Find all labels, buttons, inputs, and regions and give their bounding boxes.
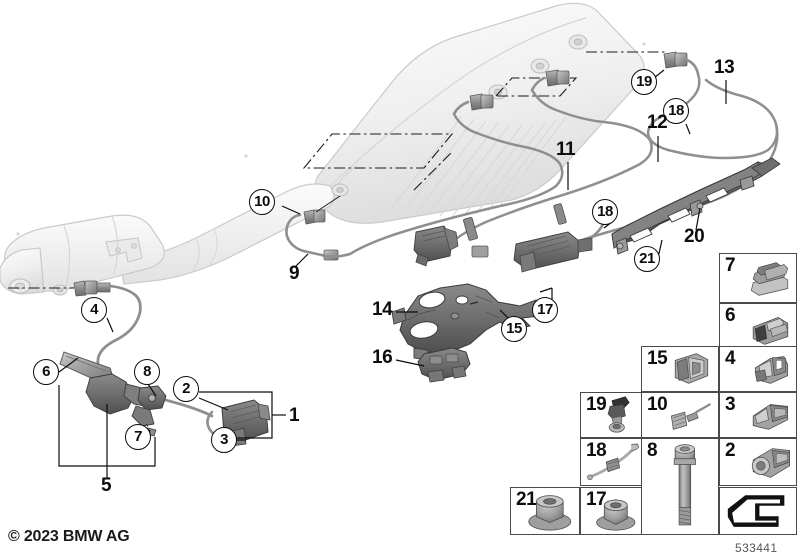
oxygen-sensor-rear-a (452, 93, 494, 116)
sensor-bracket-16 (417, 347, 471, 383)
sensor-pin-icon (670, 403, 711, 430)
legend-cell-2: 2 (719, 438, 797, 486)
label-11: 11 (556, 139, 576, 160)
legend-number-15: 15 (647, 348, 668, 369)
callout-10: 10 (249, 189, 275, 215)
label-5: 5 (101, 475, 112, 496)
callout-18-upper: 18 (663, 98, 689, 124)
clip-bracket-icon (750, 262, 789, 296)
label-1: 1 (289, 405, 300, 426)
legend-number-6: 6 (725, 305, 736, 326)
legend-cell-15: 15 (641, 346, 719, 392)
legend-cell-7: 7 (719, 253, 797, 303)
legend-number-4: 4 (725, 348, 736, 369)
oxygen-sensor-mid (285, 195, 341, 261)
callout-6: 6 (33, 359, 59, 385)
legend-number-21: 21 (516, 489, 537, 510)
callout-3: 3 (211, 427, 237, 453)
flange-nut-icon (596, 499, 636, 531)
legend-number-7: 7 (725, 255, 736, 276)
connector-clip-icon (751, 448, 791, 478)
label-12: 12 (647, 112, 668, 133)
legend-number-8: 8 (647, 440, 658, 461)
part-number: 533441 (735, 541, 778, 555)
oxygen-sensor-rear-c (663, 51, 700, 76)
legend-number-10: 10 (647, 394, 668, 415)
legend-cell-8: 8 (641, 438, 719, 535)
callout-4: 4 (81, 297, 107, 323)
heat-shield-bracket-20 (611, 157, 781, 255)
label-16: 16 (372, 347, 393, 368)
sensor-connector-center (513, 231, 593, 273)
cable-clip-icon (752, 317, 789, 345)
oxygen-sensor-rear-b (530, 69, 570, 92)
callout-2: 2 (173, 376, 199, 402)
callout-15: 15 (501, 316, 527, 342)
arrow-direction-icon (727, 495, 785, 527)
legend-number-3: 3 (725, 394, 736, 415)
rivet-clip-icon (607, 396, 630, 433)
label-14: 14 (372, 299, 393, 320)
sensor-bracket-assembly-5 (59, 351, 167, 437)
mounting-bracket-14 (391, 283, 549, 361)
legend-number-2: 2 (725, 440, 736, 461)
callout-8: 8 (134, 359, 160, 385)
legend-number-18: 18 (586, 440, 607, 461)
holder-clip-icon (752, 404, 789, 430)
assembly-axis-lines (8, 51, 668, 289)
legend-cell-18: 18 (580, 438, 642, 486)
copyright-notice: © 2023 BMW AG (8, 528, 130, 545)
spring-clip-icon (674, 353, 709, 384)
bolt-icon (673, 444, 696, 526)
callout-19: 19 (631, 69, 657, 95)
legend-number-17: 17 (586, 489, 607, 510)
callout-7: 7 (125, 424, 151, 450)
legend-number-19: 19 (586, 394, 607, 415)
flange-nut-large-icon (528, 495, 572, 531)
label-9: 9 (289, 263, 300, 284)
callout-21: 21 (634, 246, 660, 272)
small-connector (471, 245, 489, 258)
double-clip-icon (754, 356, 789, 384)
legend-cell-21: 21 (510, 487, 580, 535)
legend-cell-19: 19 (580, 392, 642, 438)
control-module-left (413, 225, 459, 267)
callout-18-lower: 18 (592, 199, 618, 225)
label-20: 20 (684, 226, 705, 247)
legend-cell-3: 3 (719, 392, 797, 438)
legend-cell-17: 17 (580, 487, 642, 535)
legend-cell-4: 4 (719, 346, 797, 392)
callout-17: 17 (532, 297, 558, 323)
cable-clip-inline (463, 203, 567, 241)
legend-cell-direction-arrow (719, 487, 797, 535)
legend-cell-6: 6 (719, 303, 797, 353)
legend-cell-10: 10 (641, 392, 719, 438)
label-13: 13 (714, 57, 735, 78)
cable-tie-icon (587, 443, 640, 481)
